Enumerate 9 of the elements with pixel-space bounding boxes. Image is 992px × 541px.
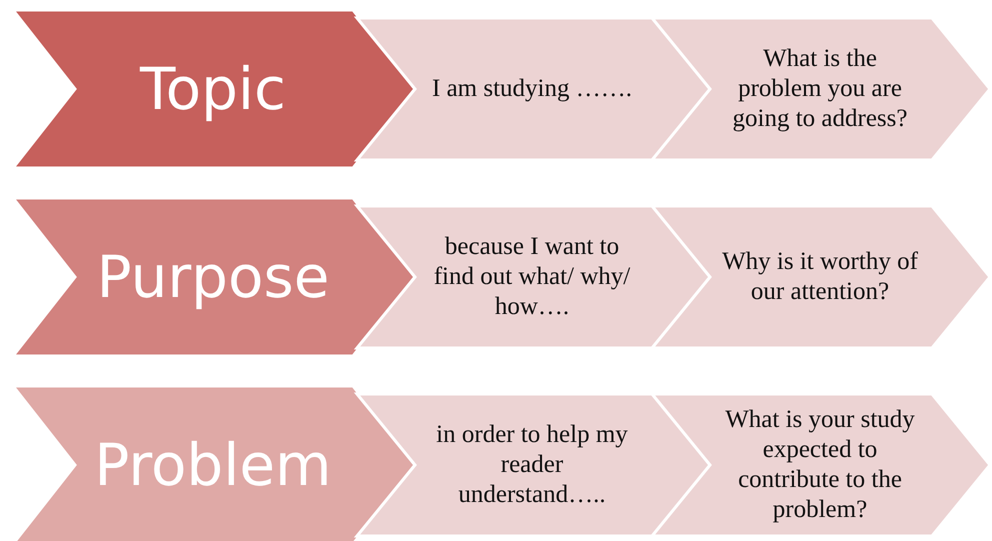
chevron-text: I am studying ……. xyxy=(432,74,632,104)
chevron-text: Why is it worthy of our attention? xyxy=(721,247,919,307)
stage-title: Topic xyxy=(140,55,286,123)
chevron-text: What is the problem you are going to address? xyxy=(732,44,908,134)
chevron-text: in order to help my reader understand….. xyxy=(435,420,629,510)
stage-title: Problem xyxy=(94,431,332,499)
chevron-text: What is your study expected to contribute to the problem? xyxy=(724,405,916,525)
chevron-text: because I want to find out what/ why/ how…. xyxy=(432,232,632,322)
stage-title: Purpose xyxy=(96,243,330,311)
